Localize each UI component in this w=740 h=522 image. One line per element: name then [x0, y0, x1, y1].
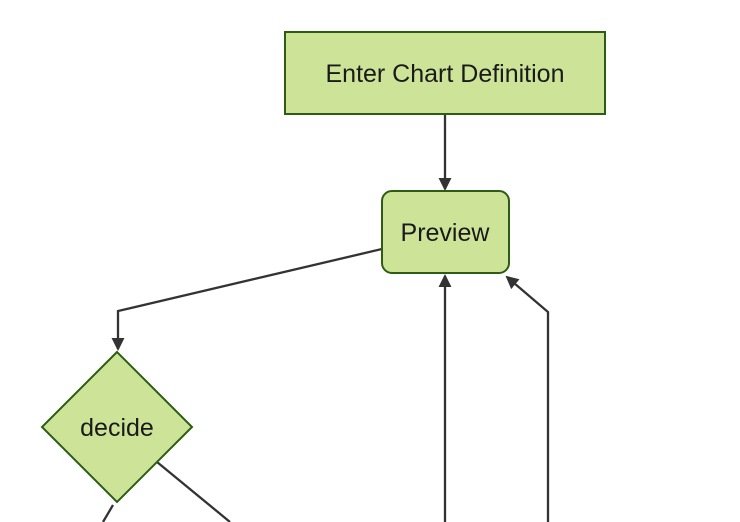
edge-decide-to-offscreen-left [102, 504, 114, 522]
preview-label: Preview [401, 219, 491, 247]
edge-layer [102, 114, 550, 522]
edge-decide-to-offscreen-right [156, 461, 231, 522]
preview-box [381, 190, 510, 274]
edge-preview-to-decide [111, 247, 383, 351]
edge-bottom-right-to-preview [505, 275, 550, 522]
decide-diamond [40, 350, 194, 504]
decide-label: decide [80, 414, 154, 442]
node-enter-chart-definition: Enter Chart Definition [284, 31, 606, 115]
node-decide: decide [40, 350, 194, 504]
enter-chart-definition-label: Enter Chart Definition [325, 60, 564, 88]
node-preview: Preview [381, 190, 510, 274]
enter-chart-definition-box [284, 31, 606, 115]
